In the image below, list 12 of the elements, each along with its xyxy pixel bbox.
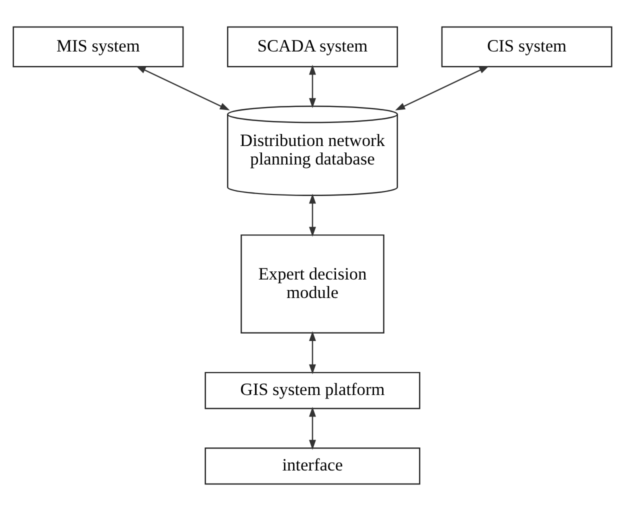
node-box: CIS system xyxy=(441,26,612,68)
node-box: interface xyxy=(204,448,420,485)
arrow xyxy=(309,64,316,108)
arrow xyxy=(136,66,230,110)
node-box: MIS system xyxy=(12,26,184,68)
node-box: SCADA system xyxy=(227,26,398,68)
node-box: GIS system platform xyxy=(204,372,420,410)
node-box: Expert decision module xyxy=(240,234,384,334)
arrow xyxy=(309,331,316,374)
arrow xyxy=(309,406,316,450)
arrow xyxy=(309,194,316,237)
arrow xyxy=(395,66,490,110)
